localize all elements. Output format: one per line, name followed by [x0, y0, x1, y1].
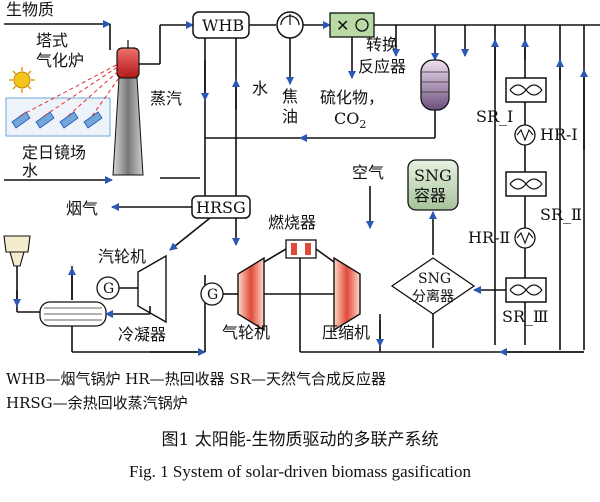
- svg-text:G: G: [103, 281, 114, 297]
- mirror-icon: [83, 111, 103, 129]
- tower-gasifier-label-2: 气化炉: [36, 51, 84, 70]
- water-label: 水: [252, 79, 268, 98]
- cooling-tower: [3, 235, 31, 267]
- converter-reactor: [420, 59, 450, 111]
- generator-1-icon: G: [96, 276, 120, 300]
- sng-separator: SNG 分离器: [390, 257, 476, 315]
- sr-1-box: [505, 77, 547, 103]
- sun-icon: [9, 67, 35, 93]
- burner: [285, 239, 317, 259]
- burner-label: 燃烧器: [268, 213, 316, 232]
- circle-icon: [355, 18, 369, 32]
- sr-2-box: [505, 171, 547, 197]
- sng-tank-label-1: SNG: [414, 166, 452, 185]
- generator-2-icon: G: [200, 282, 224, 306]
- converter-label-2: 反应器: [358, 57, 406, 76]
- hrsg-label: HRSG: [196, 198, 246, 217]
- tar-label-2: 油: [282, 107, 298, 126]
- mixer-box: ✕: [329, 12, 375, 38]
- sr-3-box: [505, 277, 547, 303]
- tar-separator-icon: [276, 11, 304, 39]
- sng-tank-label-2: 容器: [414, 186, 446, 205]
- legend-line-2: HRSG—余热回收蒸汽锅炉: [6, 394, 188, 412]
- gas-turbine-label: 气轮机: [222, 323, 270, 342]
- steam-label: 蒸汽: [150, 89, 182, 108]
- compressor-label: 压缩机: [322, 323, 370, 342]
- hr-1-icon: [514, 124, 536, 146]
- svg-text:G: G: [207, 287, 218, 303]
- solar-tower: [112, 40, 144, 176]
- air-label: 空气: [352, 163, 384, 182]
- tower-gasifier-label-1: 塔式: [36, 31, 68, 50]
- sng-sep-label-2: 分离器: [412, 288, 454, 305]
- steam-turbine-label: 汽轮机: [98, 247, 146, 266]
- condenser: [39, 301, 107, 327]
- sng-tank: SNG 容器: [407, 159, 459, 211]
- whb-box: WHB: [192, 11, 250, 39]
- compressor: [333, 256, 361, 332]
- legend-line-1: WHB—烟气锅炉 HR—热回收器 SR—天然气合成反应器: [6, 370, 386, 388]
- heliostat-field-label: 定日镜场: [22, 143, 86, 162]
- water-in-label: 水: [22, 161, 38, 180]
- sulfide-label-1: 硫化物，: [320, 88, 384, 107]
- sr-1-label: SR_Ⅰ: [476, 107, 513, 126]
- condenser-label: 冷凝器: [118, 325, 166, 344]
- hrsg-box: HRSG: [191, 195, 251, 219]
- sr-3-label: SR_Ⅲ: [502, 307, 548, 326]
- converter-label-1: 转换: [366, 35, 398, 54]
- hr-2-icon: [514, 227, 536, 249]
- biomass-inlet: 生物质: [4, 0, 111, 50]
- steam-turbine: [137, 254, 167, 324]
- tower-body: [112, 77, 144, 176]
- sulfide-label-2: CO2: [334, 109, 366, 131]
- flue-gas-label: 烟气: [66, 199, 98, 218]
- figure-caption-en: Fig. 1 System of solar-driven biomass ga…: [129, 462, 471, 481]
- tar-label-1: 焦: [282, 87, 298, 106]
- hr-2-label: HR-Ⅱ: [468, 228, 510, 247]
- gas-turbine: [237, 256, 265, 332]
- hr-1-label: HR-Ⅰ: [540, 125, 578, 144]
- sng-sep-label-1: SNG: [418, 271, 451, 287]
- sr-2-label: SR_Ⅱ: [540, 205, 582, 224]
- cross-icon: ✕: [336, 16, 349, 35]
- whb-label: WHB: [202, 16, 244, 35]
- biomass-label: 生物质: [6, 0, 54, 19]
- figure-caption-cn: 图1 太阳能-生物质驱动的多联产系统: [162, 430, 439, 450]
- heliostat-field: [5, 61, 127, 137]
